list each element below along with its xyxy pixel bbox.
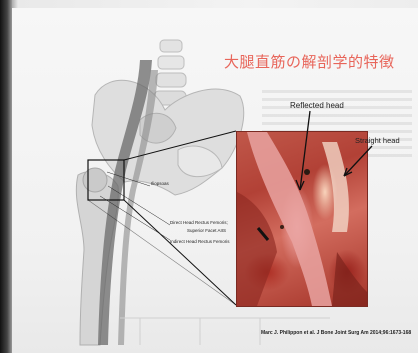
superior-facet-label: Superior Facet AIIS — [187, 228, 226, 233]
reflected-head-label: Reflected head — [290, 101, 344, 110]
straight-arrow — [344, 146, 372, 176]
citation-text: Marc J. Philippon et al. J Bone Joint Su… — [261, 330, 411, 336]
iliopsoas-label: Iliopsoas — [151, 181, 169, 186]
indirect-head-label: Indirect Head Rectus Femoris — [170, 239, 230, 244]
slide-title: 大腿直筋の解剖学的特徴 — [224, 51, 404, 72]
direct-head-label: Direct Head Rectus Femoris; — [170, 220, 228, 225]
dark-pointer — [258, 228, 268, 240]
straight-head-label: Straight head — [355, 136, 400, 145]
reflected-arrow — [300, 111, 310, 190]
